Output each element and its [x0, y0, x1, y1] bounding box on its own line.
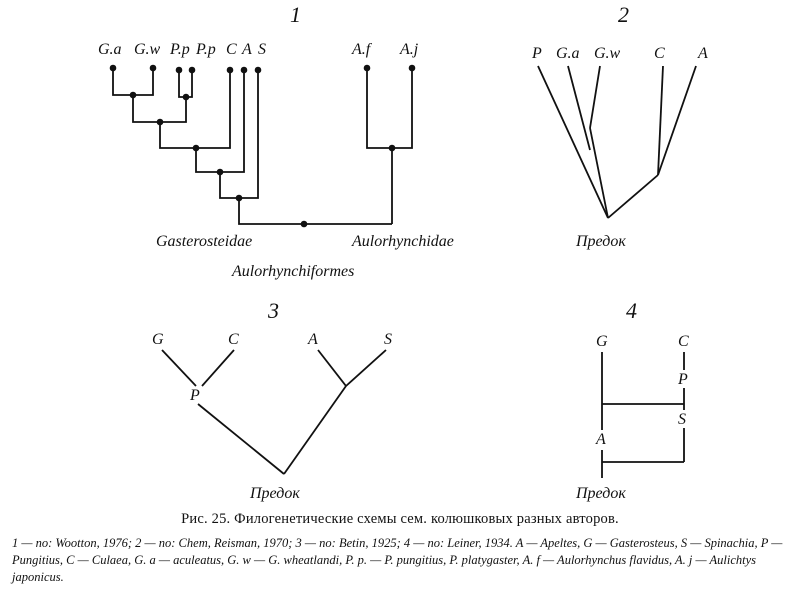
leaf-label-c: C: [226, 41, 237, 58]
leaf-label-p-p-1: P.p: [169, 41, 190, 58]
tree-1-nodes: [109, 64, 416, 228]
root-label: Предок: [249, 485, 300, 502]
leaf-label-g-w: G.w: [134, 41, 161, 58]
family-label-aulorhynchidae: Aulorhynchidae: [351, 233, 454, 250]
leaf-label-a: A: [241, 41, 252, 58]
leaf-label-g-w: G.w: [594, 45, 621, 62]
tree-4-branches: [601, 352, 685, 478]
diagram-2: 2 P G.a G.w C A Предок: [531, 2, 708, 250]
label-a: A: [595, 431, 606, 448]
node-label-p: P: [189, 387, 200, 404]
order-label-aulorhynchiformes: Aulorhynchiformes: [231, 263, 354, 280]
label-g: G: [596, 333, 608, 350]
leaf-label-g-a: G.a: [556, 45, 580, 62]
leaf-label-g: G: [152, 331, 164, 348]
label-p: P: [677, 371, 688, 388]
leaf-label-s: S: [384, 331, 392, 348]
diagram-4-number: 4: [626, 298, 637, 323]
leaf-label-a: A: [307, 331, 318, 348]
leaf-label-c: C: [228, 331, 239, 348]
diagram-1-number: 1: [290, 2, 301, 27]
leaf-label-c: C: [654, 45, 665, 62]
figure-legend: 1 — по: Wootton, 1976; 2 — по: Chem, Rei…: [12, 536, 783, 584]
diagram-4: 4 G C P S A Предок: [575, 298, 689, 502]
label-c: C: [678, 333, 689, 350]
leaf-label-s: S: [258, 41, 266, 58]
leaf-label-a: A: [697, 45, 708, 62]
tree-2-branches: [537, 65, 697, 219]
tree-1-branches: [112, 68, 413, 225]
diagram-1: 1 G.a G.w P.p P.p C A S A.f A.j: [98, 2, 454, 280]
diagram-3-number: 3: [267, 298, 279, 323]
diagram-3: 3 G C A S P Предок: [152, 298, 392, 502]
figure-caption: Рис. 25. Филогенетические схемы сем. кол…: [181, 511, 619, 527]
label-s: S: [678, 411, 686, 428]
leaf-label-a-j: A.j: [399, 41, 419, 58]
leaf-label-p-p-2: P.p: [195, 41, 216, 58]
tree-3-branches: [161, 349, 387, 475]
root-label: Предок: [575, 233, 626, 250]
leaf-label-g-a: G.a: [98, 41, 122, 58]
leaf-label-a-f: A.f: [351, 41, 373, 58]
diagram-2-number: 2: [618, 2, 629, 27]
family-label-gasterosteidae: Gasterosteidae: [156, 233, 252, 250]
leaf-label-p: P: [531, 45, 542, 62]
root-label: Предок: [575, 485, 626, 502]
